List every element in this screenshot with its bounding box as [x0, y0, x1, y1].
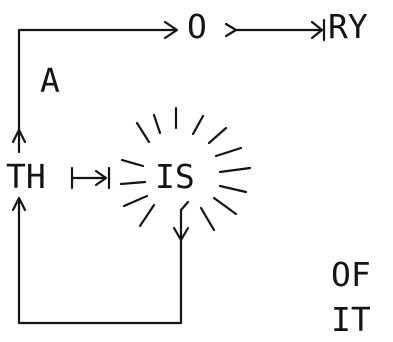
- label-is: IS: [155, 157, 195, 196]
- label-a: A: [40, 61, 60, 100]
- o-to-ry-arrow: [226, 20, 324, 40]
- label-o: O: [187, 7, 207, 46]
- top-path-arrow: [13, 22, 177, 152]
- label-th: TH: [6, 157, 46, 196]
- label-of: OF: [331, 255, 371, 294]
- bottom-loop-arrow: [13, 198, 188, 323]
- label-ry: RY: [328, 7, 368, 46]
- th-to-is-arrow: [72, 168, 109, 188]
- label-it: IT: [331, 300, 371, 339]
